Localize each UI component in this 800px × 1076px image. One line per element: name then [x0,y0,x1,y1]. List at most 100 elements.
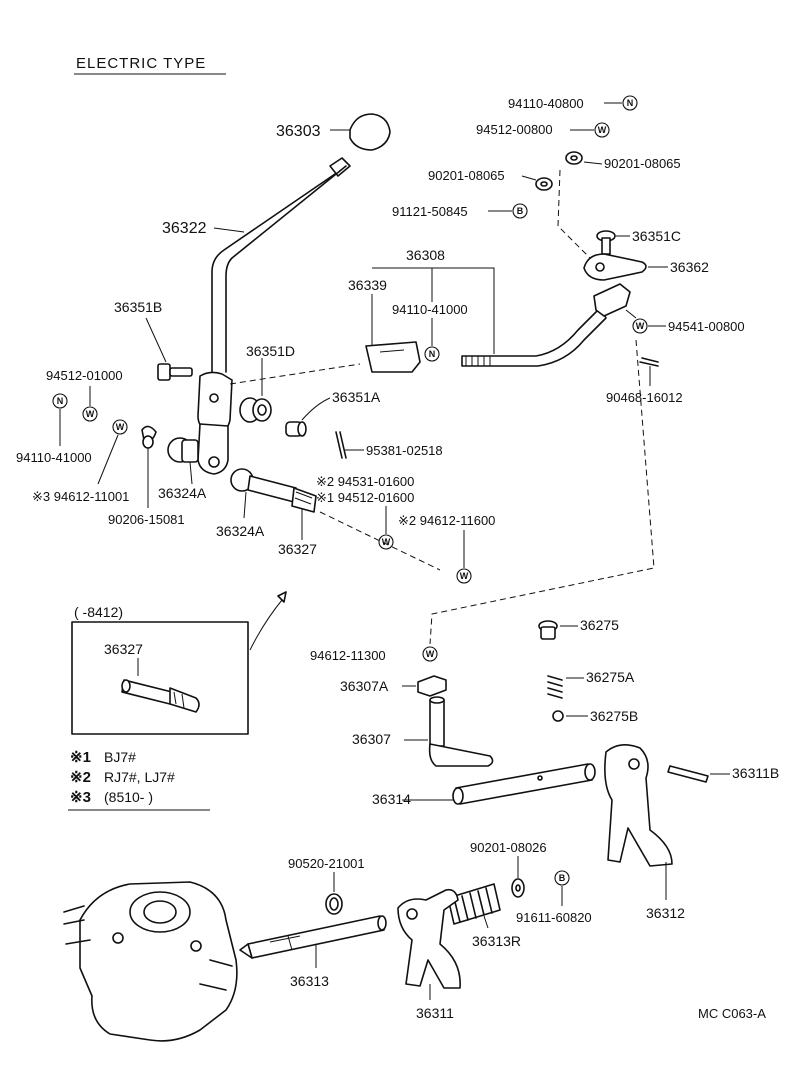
label-94531-01600: ※2 94531-01600 [316,474,414,489]
assembly-dashed-line-upper [557,169,591,259]
fork-36312-drawing [604,744,673,867]
inset-pointer-arrow [277,591,287,603]
label-94110-41000-a: 94110-41000 [392,302,468,317]
label-36308: 36308 [406,247,445,263]
label-90468-16012: 90468-16012 [606,390,683,405]
label-94110-41000-b: 94110-41000 [16,450,92,465]
nut-symbol-94110-41000-a: N [424,346,440,362]
leader-36351B [145,317,167,363]
inset-box: ( -8412) 36327 [71,604,249,735]
fork-36311-drawing [397,888,461,989]
nut-symbol-94110-40800: N [622,95,638,111]
label-36275B: 36275B [590,708,638,724]
label-94612-11300: 94612-11300 [310,648,386,663]
pin-36311B-drawing [667,765,709,783]
label-91121-50845: 91121-50845 [392,204,468,219]
bolt-36351B-drawing [157,363,193,381]
ball-36275B-drawing [552,710,564,722]
label-36327: 36327 [278,541,317,557]
leader-94541-link [625,309,637,319]
note-3-mark: ※3 [70,789,91,806]
shift-knob-drawing [349,113,391,151]
bolt-symbol-91121-50845: B [512,203,528,219]
label-36324A-right: 36324A [216,523,265,539]
svg-text:B: B [559,873,566,883]
footnotes: ※1 BJ7# ※2 RJ7#, LJ7# ※3 (8510- ) [68,749,210,811]
joint-36324A-left-drawing [167,437,199,463]
label-36307: 36307 [352,731,391,747]
cotter-pin-95381-02518-drawing [335,431,347,459]
label-36311B: 36311B [732,765,779,781]
label-36275: 36275 [580,617,619,633]
label-36322: 36322 [162,220,207,237]
washer-90201-08065-upper-drawing [565,151,583,165]
spring-36275A-drawing [547,675,563,699]
assembly-dashed-line-lower-joint [319,511,441,571]
diagram-title: ELECTRIC TYPE [76,55,206,72]
svg-text:W: W [426,649,435,659]
clip-90206-15081-drawing [141,425,157,449]
leader-36351A [301,397,331,421]
diagram-code: MC C063-A [698,1006,766,1021]
label-94541-00800: 94541-00800 [668,319,745,334]
label-95381-02518: 95381-02518 [366,443,443,458]
label-36312: 36312 [646,905,685,921]
note-3-text: (8510- ) [104,789,153,805]
label-90206-15081: 90206-15081 [108,512,185,527]
svg-text:W: W [598,125,607,135]
label-36307A: 36307A [340,678,389,694]
label-36351C: 36351C [632,228,681,244]
assembly-dashed-line-lever-bracket [229,363,361,385]
leader-36322 [213,227,245,233]
inset-pointer [249,599,283,651]
bolt-symbol-91611-60820: B [554,870,570,886]
washer-symbol-94512-01000: W [82,406,98,422]
label-36324A-left: 36324A [158,485,207,501]
svg-text:N: N [57,396,64,406]
label-36313R: 36313R [472,933,521,949]
label-94512-01000: 94512-01000 [46,368,123,383]
note-2-text: RJ7#, LJ7# [104,769,175,785]
shaft-36314-drawing [452,763,596,805]
leader-94612-11001 [97,434,119,485]
collar-36351A-drawing [285,421,307,437]
inset-part-label: 36327 [104,641,143,657]
label-36311: 36311 [416,1005,454,1021]
lever-36307-drawing [428,696,494,767]
washer-symbol-94612-11600: W [456,568,472,584]
bracket-36308 [372,267,495,354]
washer-symbol-94512-01600: W [378,534,394,550]
svg-text:W: W [86,409,95,419]
label-91611-60820: 91611-60820 [516,910,592,925]
label-90520-21001: 90520-21001 [288,856,365,871]
label-36314: 36314 [372,791,411,807]
joint-36324A-right-drawing [230,468,317,513]
arm-36362-drawing [583,253,647,281]
leader-36313R [483,915,489,929]
svg-text:W: W [460,571,469,581]
label-36351B: 36351B [114,299,162,315]
leader-90201-08065-b [583,161,603,165]
inset-range: ( -8412) [74,604,123,620]
svg-text:W: W [382,537,391,547]
spring-36313R-drawing [447,883,501,925]
pin-36351C-drawing [596,230,616,255]
label-36275A: 36275A [586,669,635,685]
washer-90201-08065-lower-drawing [535,177,553,191]
label-94512-00800: 94512-00800 [476,122,553,137]
svg-text:W: W [636,321,645,331]
label-36303: 36303 [276,123,321,140]
label-36339: 36339 [348,277,387,293]
shift-lever-drawing [197,157,351,475]
label-36313: 36313 [290,973,329,989]
svg-text:N: N [627,98,634,108]
label-36351D: 36351D [246,343,295,359]
note-2-mark: ※2 [70,769,91,786]
svg-text:N: N [429,349,436,359]
inset-joint-drawing [121,679,200,713]
clip-90468-16012-drawing [639,357,659,367]
nut-36307A-drawing [417,675,447,697]
leader-36324A-left [189,461,193,485]
leader-36324A-right [243,491,247,519]
bushing-36351D-drawing [239,397,272,423]
